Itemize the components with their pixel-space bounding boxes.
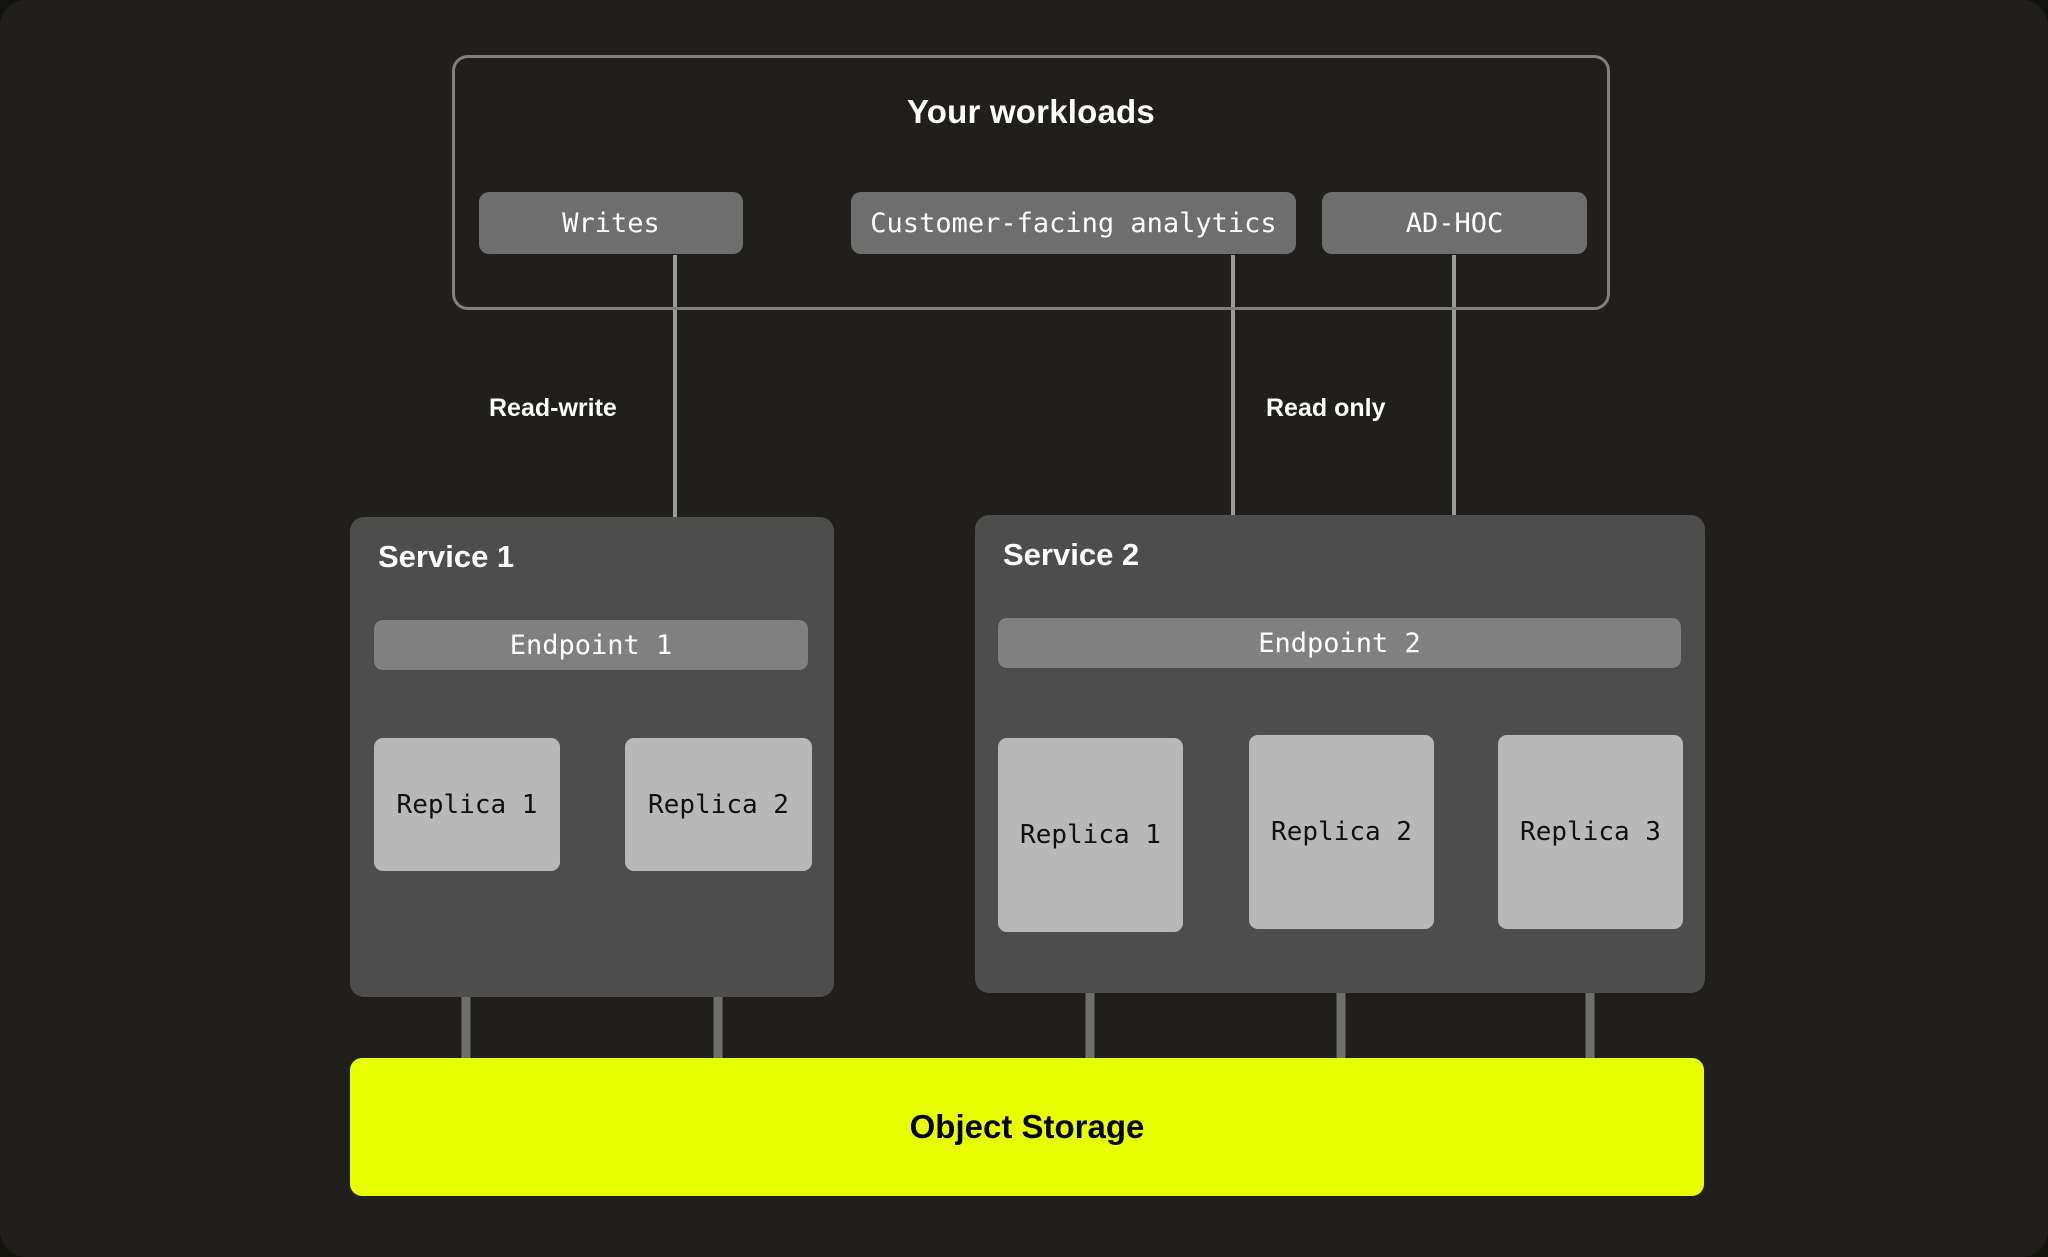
workload-writes[interactable]: Writes <box>479 192 743 254</box>
service-2-replica-1[interactable]: Replica 1 <box>998 738 1183 932</box>
service-1-replica-1[interactable]: Replica 1 <box>374 738 560 871</box>
workload-customer-facing-analytics[interactable]: Customer-facing analytics <box>851 192 1296 254</box>
workload-ad-hoc[interactable]: AD-HOC <box>1322 192 1587 254</box>
service-2-replica-3[interactable]: Replica 3 <box>1498 735 1683 929</box>
service-1-replica-2[interactable]: Replica 2 <box>625 738 812 871</box>
service-2-title: Service 2 <box>1003 537 1140 572</box>
edge-label-read-write: Read-write <box>489 394 617 422</box>
workloads-frame <box>452 55 1610 310</box>
object-storage-bar[interactable]: Object Storage <box>350 1058 1704 1196</box>
service-1-title: Service 1 <box>378 539 515 574</box>
service-2-replica-2[interactable]: Replica 2 <box>1249 735 1434 929</box>
endpoint-1[interactable]: Endpoint 1 <box>374 620 808 670</box>
edge-label-read-only: Read only <box>1266 394 1386 422</box>
endpoint-2[interactable]: Endpoint 2 <box>998 618 1681 668</box>
workloads-title: Your workloads <box>907 93 1155 130</box>
